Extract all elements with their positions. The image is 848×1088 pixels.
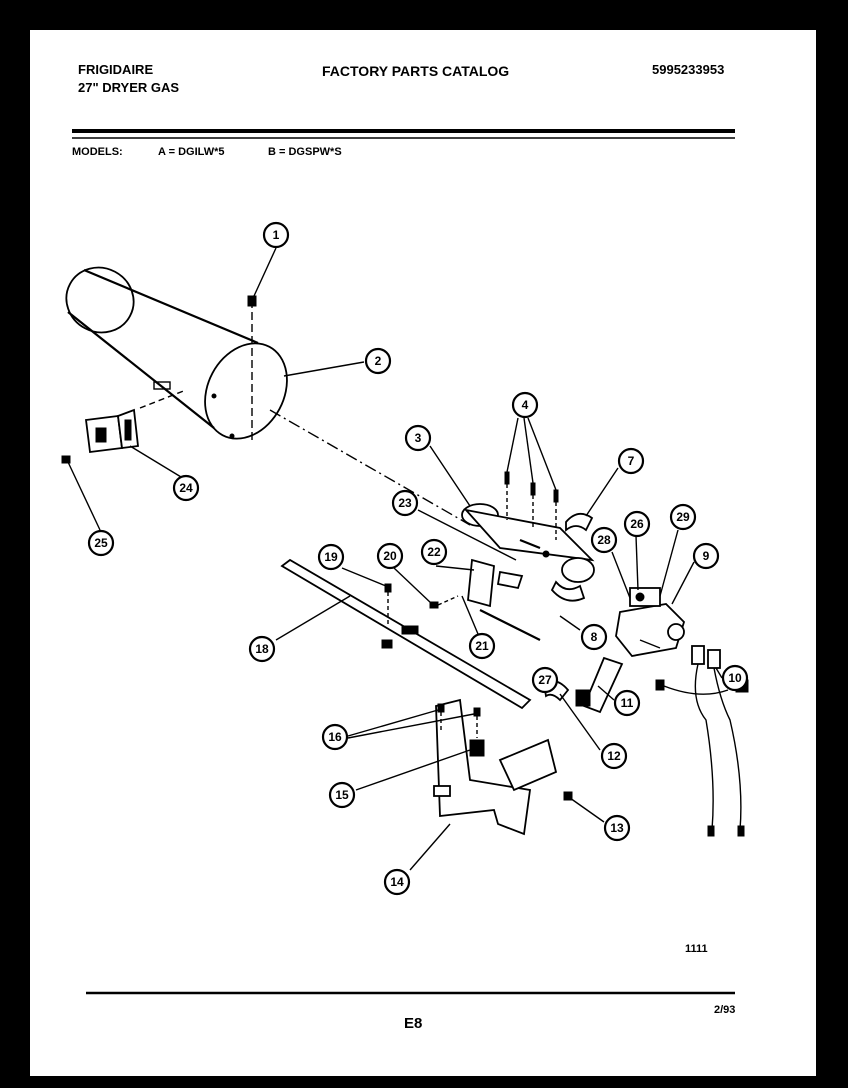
model-a: A = DGILW*5 — [158, 146, 225, 158]
callout-27: 27 — [531, 666, 559, 694]
burner-fitting-part-11 — [575, 656, 624, 714]
callout-8: 8 — [580, 623, 608, 651]
callout-25: 25 — [87, 529, 115, 557]
callout-4: 4 — [511, 391, 539, 419]
catalog-number: 5995233953 — [652, 62, 725, 77]
callout-3: 3 — [404, 424, 432, 452]
svg-text:10: 10 — [728, 671, 742, 685]
combustion-chamber-part — [65, 266, 288, 440]
mounting-bracket-part-14 — [433, 698, 558, 836]
screw-part-25 — [61, 455, 71, 464]
catalog-title: FACTORY PARTS CATALOG — [322, 63, 510, 79]
svg-text:24: 24 — [179, 481, 193, 495]
figure-number: 1111 — [685, 943, 708, 955]
svg-text:11: 11 — [621, 696, 634, 710]
svg-text:26: 26 — [630, 517, 644, 531]
svg-text:3: 3 — [415, 431, 422, 445]
screw-part-16a — [437, 703, 445, 713]
callout-1: 1 — [262, 221, 290, 249]
screw-part-4a — [504, 471, 510, 485]
svg-text:4: 4 — [522, 398, 529, 412]
callout-19: 19 — [317, 543, 345, 571]
callout-22: 22 — [420, 538, 448, 566]
screw-part-1 — [247, 295, 257, 307]
burner-tube-part-18 — [280, 558, 532, 710]
callout-13: 13 — [603, 814, 631, 842]
callout-7: 7 — [617, 447, 645, 475]
svg-text:29: 29 — [676, 510, 690, 524]
models-label: MODELS: — [72, 146, 123, 158]
svg-text:15: 15 — [335, 788, 349, 802]
section-code: E8 — [404, 1015, 423, 1032]
callout-20: 20 — [376, 542, 404, 570]
svg-text:28: 28 — [597, 533, 611, 547]
svg-text:2: 2 — [375, 354, 382, 368]
callout-14: 14 — [383, 868, 411, 896]
page-date: 2/93 — [714, 1004, 736, 1016]
brand-name: FRIGIDAIRE — [78, 62, 154, 77]
svg-text:25: 25 — [94, 536, 108, 550]
screw-part-16b — [473, 707, 481, 717]
screw-part-4b — [530, 482, 536, 496]
sensor-part-24 — [84, 408, 139, 454]
svg-text:13: 13 — [610, 821, 624, 835]
svg-text:1: 1 — [273, 228, 280, 242]
leader-lines — [67, 247, 723, 871]
igniter-assembly — [461, 503, 595, 602]
svg-text:27: 27 — [538, 673, 552, 687]
svg-text:8: 8 — [591, 630, 598, 644]
screw-part-13 — [563, 791, 573, 801]
callout-24: 24 — [172, 474, 200, 502]
callout-28: 28 — [590, 526, 618, 554]
callout-11: 11 — [613, 689, 641, 717]
svg-text:21: 21 — [475, 639, 489, 653]
model-b: B = DGSPW*S — [268, 146, 342, 158]
screw-part-4c — [553, 489, 559, 503]
svg-text:19: 19 — [324, 550, 338, 564]
callout-23: 23 — [391, 489, 419, 517]
svg-text:22: 22 — [427, 545, 441, 559]
callout-15: 15 — [328, 781, 356, 809]
svg-text:7: 7 — [628, 454, 635, 468]
svg-text:9: 9 — [703, 549, 710, 563]
svg-text:12: 12 — [607, 749, 621, 763]
gas-valve-part-9 — [615, 587, 686, 657]
callout-29: 29 — [669, 503, 697, 531]
screw-part-19 — [384, 583, 392, 593]
callout-16: 16 — [321, 723, 349, 751]
callout-12: 12 — [600, 742, 628, 770]
callout-18: 18 — [248, 635, 276, 663]
callout-9: 9 — [692, 542, 720, 570]
svg-text:14: 14 — [390, 875, 404, 889]
svg-text:18: 18 — [255, 642, 269, 656]
callout-2: 2 — [364, 347, 392, 375]
svg-text:20: 20 — [383, 549, 397, 563]
svg-text:16: 16 — [328, 730, 342, 744]
callout-10: 10 — [721, 664, 749, 692]
svg-text:23: 23 — [398, 496, 412, 510]
callout-26: 26 — [623, 510, 651, 538]
product-name: 27" DRYER GAS — [78, 80, 180, 95]
callout-21: 21 — [468, 632, 496, 660]
flame-sensor-bracket — [467, 558, 541, 641]
